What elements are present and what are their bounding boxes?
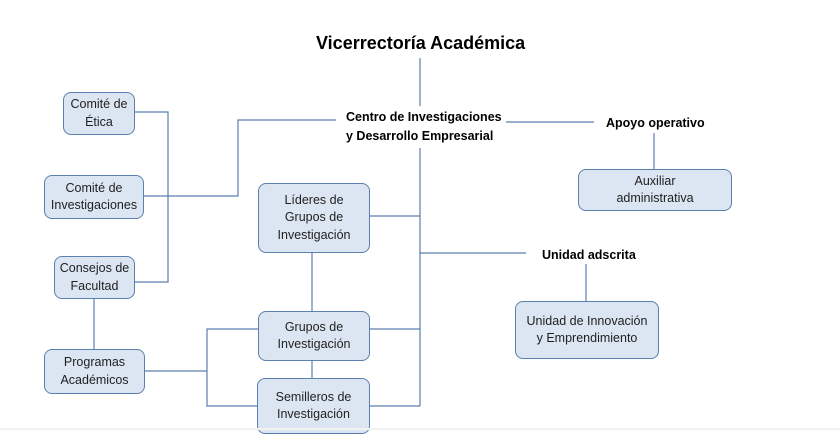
- node-lideres-grupos: Líderes de Grupos de Investigación: [258, 183, 370, 253]
- diagram-title: Vicerrectoría Académica: [314, 33, 528, 54]
- connector-centro-comites: [142, 119, 336, 197]
- node-consejos-facultad: Consejos de Facultad: [54, 256, 135, 299]
- bottom-strip: [0, 428, 840, 430]
- node-comite-investigaciones: Comité de Investigaciones: [44, 175, 144, 219]
- connector-etica-consejos: [134, 111, 169, 283]
- node-grupos-investigacion: Grupos de Investigación: [258, 311, 370, 361]
- node-unidad-innovacion: Unidad de Innovación y Emprendimiento: [515, 301, 659, 359]
- centro-investigaciones-label: Centro de Investigaciones y Desarrollo E…: [342, 106, 506, 148]
- node-comite-etica: Comité de Ética: [63, 92, 135, 135]
- node-programas-academicos: Programas Académicos: [44, 349, 145, 394]
- apoyo-operativo-label: Apoyo operativo: [604, 114, 707, 132]
- unidad-adscrita-label: Unidad adscrita: [540, 246, 638, 264]
- node-auxiliar-administrativa: Auxiliar administrativa: [578, 169, 732, 211]
- node-semilleros: Semilleros de Investigación: [257, 378, 370, 434]
- connector-bracket-grupos-semilleros: [206, 328, 258, 407]
